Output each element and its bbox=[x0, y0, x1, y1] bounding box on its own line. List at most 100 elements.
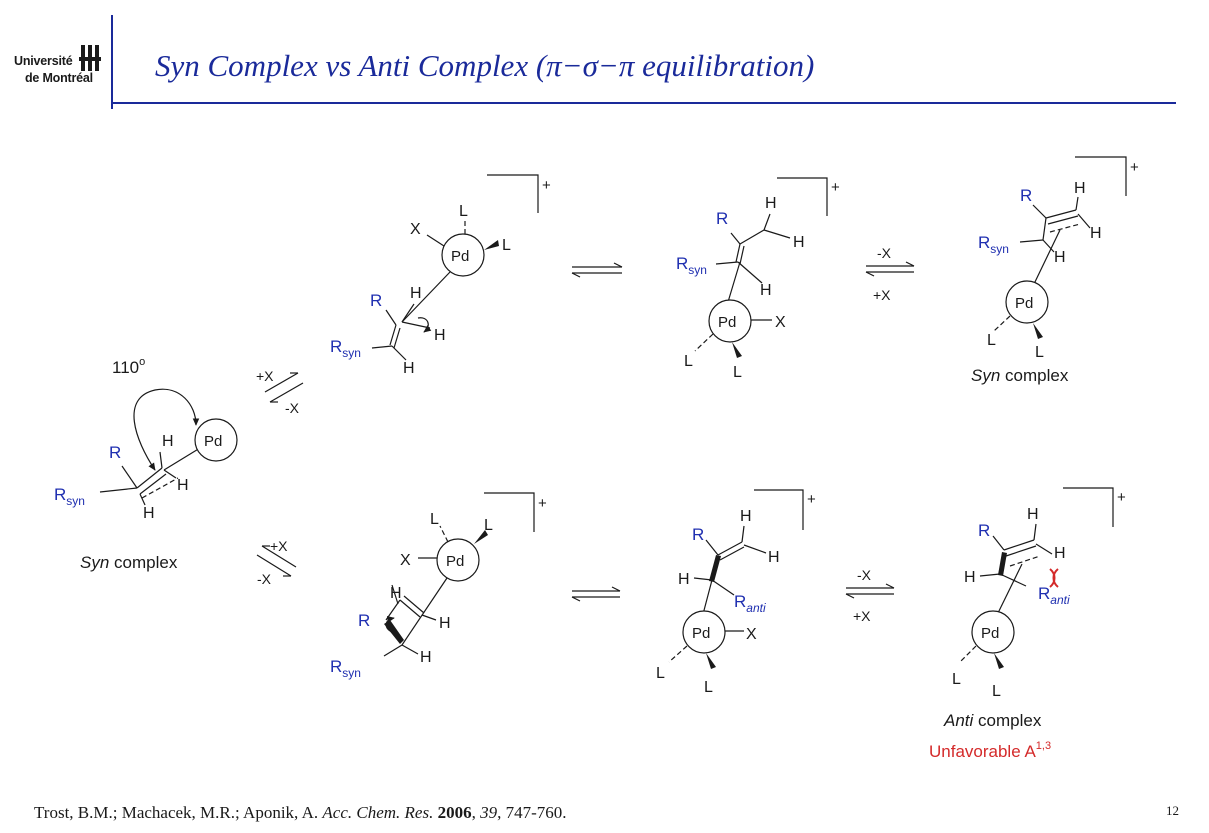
r-syn-label: Rsyn bbox=[54, 485, 85, 508]
r-label: R bbox=[370, 291, 382, 310]
arrow-forward bbox=[264, 372, 299, 393]
bond bbox=[979, 573, 1001, 577]
bond bbox=[1035, 543, 1053, 555]
h-label: H bbox=[760, 282, 772, 299]
plus-x-label: +X bbox=[853, 608, 871, 624]
h-label: H bbox=[434, 327, 446, 344]
allyl-dash bbox=[141, 477, 179, 499]
hashed-bond bbox=[668, 645, 688, 663]
h-label: H bbox=[793, 234, 805, 251]
bond bbox=[401, 321, 431, 329]
h-label: H bbox=[1074, 180, 1086, 197]
bond bbox=[401, 303, 415, 323]
arrow-head bbox=[611, 586, 621, 592]
pd-ring bbox=[436, 538, 480, 582]
bracket bbox=[484, 492, 535, 532]
wedge-bond bbox=[706, 653, 716, 669]
l-label: L bbox=[704, 679, 713, 696]
bond bbox=[391, 345, 407, 361]
bond bbox=[159, 451, 163, 469]
hashed-bond bbox=[959, 645, 977, 663]
pd-label: Pd bbox=[981, 625, 999, 642]
udem-emblem-icon bbox=[79, 45, 101, 71]
pd-label: Pd bbox=[718, 314, 736, 331]
title-horizontal-rule bbox=[111, 102, 1176, 104]
bond bbox=[999, 573, 1027, 587]
pd-ring bbox=[1005, 280, 1049, 324]
bond bbox=[763, 213, 771, 231]
r-anti-label: Ranti bbox=[1038, 584, 1070, 607]
bond bbox=[1077, 213, 1091, 229]
logo-line-2: de Montréal bbox=[25, 71, 93, 85]
product-syn-complex: + Pd L L R H H H Rsyn Syn complex bbox=[971, 156, 1139, 385]
citation-volume: 39 bbox=[480, 803, 498, 822]
minus-x-label: -X bbox=[877, 245, 892, 261]
pd-label: Pd bbox=[204, 433, 222, 450]
x-label: X bbox=[400, 552, 411, 569]
arrow-head bbox=[571, 596, 581, 602]
citation-journal: Acc. Chem. Res. bbox=[322, 803, 434, 822]
pd-c-bond bbox=[401, 271, 451, 323]
r-syn-label: Rsyn bbox=[978, 233, 1009, 256]
l-label: L bbox=[952, 671, 961, 688]
citation-year: 2006 bbox=[437, 803, 472, 822]
bond bbox=[121, 465, 138, 489]
bond bbox=[1042, 239, 1055, 253]
syn-complex-caption: Syn complex bbox=[971, 366, 1069, 385]
arrow-head bbox=[613, 262, 623, 268]
equilibrium-lower-left: +X -X bbox=[256, 538, 297, 587]
lower-rotated-complex: + Pd X L L R H H H Ranti bbox=[656, 489, 816, 696]
charge: + bbox=[807, 491, 816, 508]
l-label: L bbox=[733, 364, 742, 381]
bond bbox=[1033, 523, 1037, 541]
bond bbox=[139, 473, 167, 495]
l-label: L bbox=[459, 203, 468, 220]
plus-x-label: +X bbox=[270, 538, 288, 554]
bond bbox=[1032, 204, 1047, 219]
arrow-head bbox=[571, 272, 581, 278]
wedge-bond bbox=[474, 530, 488, 544]
arrow-back bbox=[256, 554, 292, 577]
wedge-bond bbox=[994, 653, 1004, 669]
upper-sigma-complex: + Pd L L X R H H H Rsyn bbox=[330, 174, 551, 377]
citation-pages: , 747-760. bbox=[497, 803, 567, 822]
l-label: L bbox=[1035, 344, 1044, 361]
h-label: H bbox=[177, 477, 189, 494]
bond bbox=[1047, 215, 1079, 225]
wedge-bond bbox=[484, 240, 499, 250]
bond bbox=[389, 324, 397, 346]
pd-ring bbox=[441, 233, 485, 277]
rotation-arrow bbox=[133, 388, 200, 471]
title-tail: equilibration) bbox=[634, 48, 815, 83]
bond bbox=[719, 546, 745, 561]
l-label: L bbox=[992, 683, 1001, 700]
arrow-head bbox=[865, 271, 875, 277]
bond bbox=[99, 487, 138, 493]
title-greek: π−σ−π bbox=[546, 48, 635, 83]
charge: + bbox=[1130, 159, 1139, 176]
university-logo: Université de Montréal bbox=[14, 43, 110, 93]
equilibrium-lower-right: -X +X bbox=[845, 567, 895, 624]
h-label: H bbox=[439, 615, 451, 632]
h-label: H bbox=[678, 571, 690, 588]
pd-label: Pd bbox=[692, 625, 710, 642]
bond bbox=[399, 599, 421, 618]
anti-complex-caption: Anti complex bbox=[943, 711, 1042, 730]
h-label: H bbox=[765, 195, 777, 212]
bond bbox=[717, 541, 743, 556]
bond bbox=[1042, 217, 1047, 241]
unfavorable-label: Unfavorable A1,3 bbox=[929, 740, 1051, 761]
bond bbox=[1019, 239, 1044, 243]
h-label: H bbox=[1054, 249, 1066, 266]
bond bbox=[739, 245, 745, 265]
hashed-bond bbox=[694, 333, 714, 352]
h-label: H bbox=[403, 360, 415, 377]
bond bbox=[763, 229, 791, 239]
r-label: R bbox=[358, 611, 370, 630]
citation-authors: Trost, B.M.; Machacek, M.R.; Aponik, A. bbox=[34, 803, 323, 822]
steric-clash-icon bbox=[1049, 568, 1059, 588]
bond bbox=[393, 327, 401, 349]
h-label: H bbox=[420, 649, 432, 666]
h-label: H bbox=[768, 549, 780, 566]
